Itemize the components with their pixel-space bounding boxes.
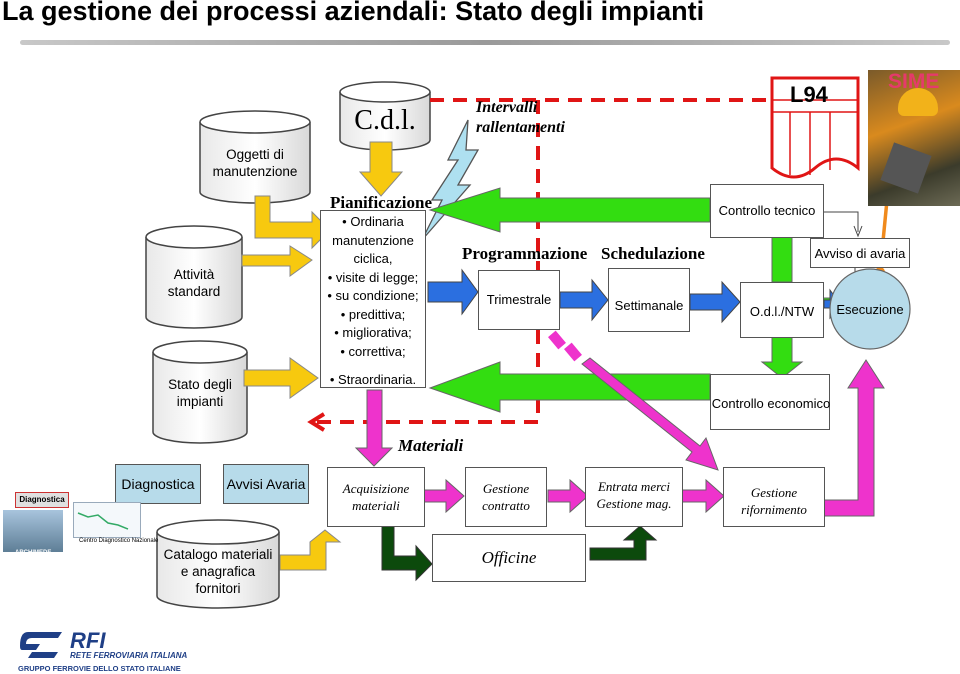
controllo-economico-label: Controllo economico [711,396,831,411]
officine-box: Officine [432,534,586,582]
avvisi-avaria-label: Avvisi Avaria [226,476,306,492]
pianificazione-item: • correttiva; [340,343,406,359]
diagnostica-thumbnail: Diagnostica Centro Diagnostico Nazionale… [3,490,158,560]
settimanale-box: Settimanale [608,268,690,332]
page-title: La gestione dei processi aziendali: Stat… [2,0,705,26]
gestione-rifornimento-label: Gestione rifornimento [741,485,807,517]
oggetti-label: Oggetti di manutenzione [212,147,298,179]
monitor-image [73,502,141,538]
acquisizione-label: Acquisizione materiali [342,481,410,513]
diagnostica-box: Diagnostica [115,464,201,504]
l94-label: L94 [790,82,828,107]
pianificazione-item: • su condizione; [327,288,419,303]
centro-diagnostico-label: Centro Diagnostico Nazionale [79,538,159,544]
officine-label: Officine [481,548,537,567]
title-divider [20,40,950,45]
gestione-contratto-label: Gestione contratto [482,481,530,513]
train-image [3,510,63,552]
controllo-tecnico-box: Controllo tecnico [710,184,824,238]
pianificazione-item: • Ordinaria manutenzione ciclica, [332,214,414,266]
rfi-logo-text: RFI [70,628,106,653]
cdl-label: C.d.l. [354,105,416,136]
odl-label: O.d.l./NTW [749,304,815,319]
yellow-arrows [241,141,404,571]
controllo-tecnico-label: Controllo tecnico [718,203,816,218]
schedulazione-label: Schedulazione [601,244,705,263]
attivita-label: Attività standard [167,267,221,299]
sime-photo [868,70,960,206]
cylinder-catalogo [156,519,280,609]
esecuzione-label: Esecuzione [836,302,904,317]
gestione-contratto-box: Gestione contratto [465,467,547,527]
odl-box: O.d.l./NTW [740,282,824,338]
stato-label: Stato degli impianti [168,377,232,409]
pianificazione-heading: Pianificazione [330,193,432,212]
avviso-avaria-label: Avviso di avaria [814,246,906,261]
programmazione-label: Programmazione [462,244,588,263]
avviso-avaria-box: Avviso di avaria [810,238,910,268]
archimede-label: ARCHIMEDE [15,550,52,556]
straordinaria-item: • Straordinaria. [329,372,417,387]
pianificazione-item: • predittiva; [340,306,406,322]
entrata-merci-box: Entrata merci Gestione mag. [585,467,683,527]
pianificazione-box: • Ordinaria manutenzione ciclica, • visi… [320,210,426,388]
cylinder-attivita-standard [145,225,243,329]
darkgreen-arrows [381,525,658,582]
settimanale-label: Settimanale [614,298,684,313]
gestione-rifornimento-box: Gestione rifornimento [723,467,825,527]
rfi-logo-line2: GRUPPO FERROVIE DELLO STATO ITALIANE [18,664,181,673]
l94-document-icon [770,76,860,179]
acquisizione-box: Acquisizione materiali [327,467,425,527]
diagnostica-label: Diagnostica [121,476,195,492]
controllo-economico-box: Controllo economico [710,374,830,430]
catalogo-label: Catalogo materiali e anagrafica fornitor… [163,547,273,596]
cylinder-stato-impianti [152,340,248,444]
intervalli-label: Intervalli rallentamenti [476,99,565,136]
thumb-diagnostica-label: Diagnostica [15,492,69,508]
pianificazione-item: • migliorativa; [334,325,412,340]
pianificazione-list: • Ordinaria manutenzione ciclica, • visi… [321,213,425,361]
esecuzione-circle [829,268,911,350]
magenta-dash-marks [548,330,582,362]
rfi-logo-line1: RETE FERROVIARIA ITALIANA [70,651,188,660]
rfi-logo-icon [18,624,64,664]
materiali-label: Materiali [398,436,464,455]
avvisi-avaria-box: Avvisi Avaria [223,464,309,504]
magenta-arrows [354,357,885,517]
pianificazione-item: • visite di legge; [327,269,419,285]
trimestrale-box: Trimestrale [478,270,560,330]
sime-label: SIME [888,70,940,93]
trimestrale-label: Trimestrale [486,292,552,307]
entrata-merci-label: Entrata merci Gestione mag. [596,479,672,511]
blue-arrows [427,268,841,324]
